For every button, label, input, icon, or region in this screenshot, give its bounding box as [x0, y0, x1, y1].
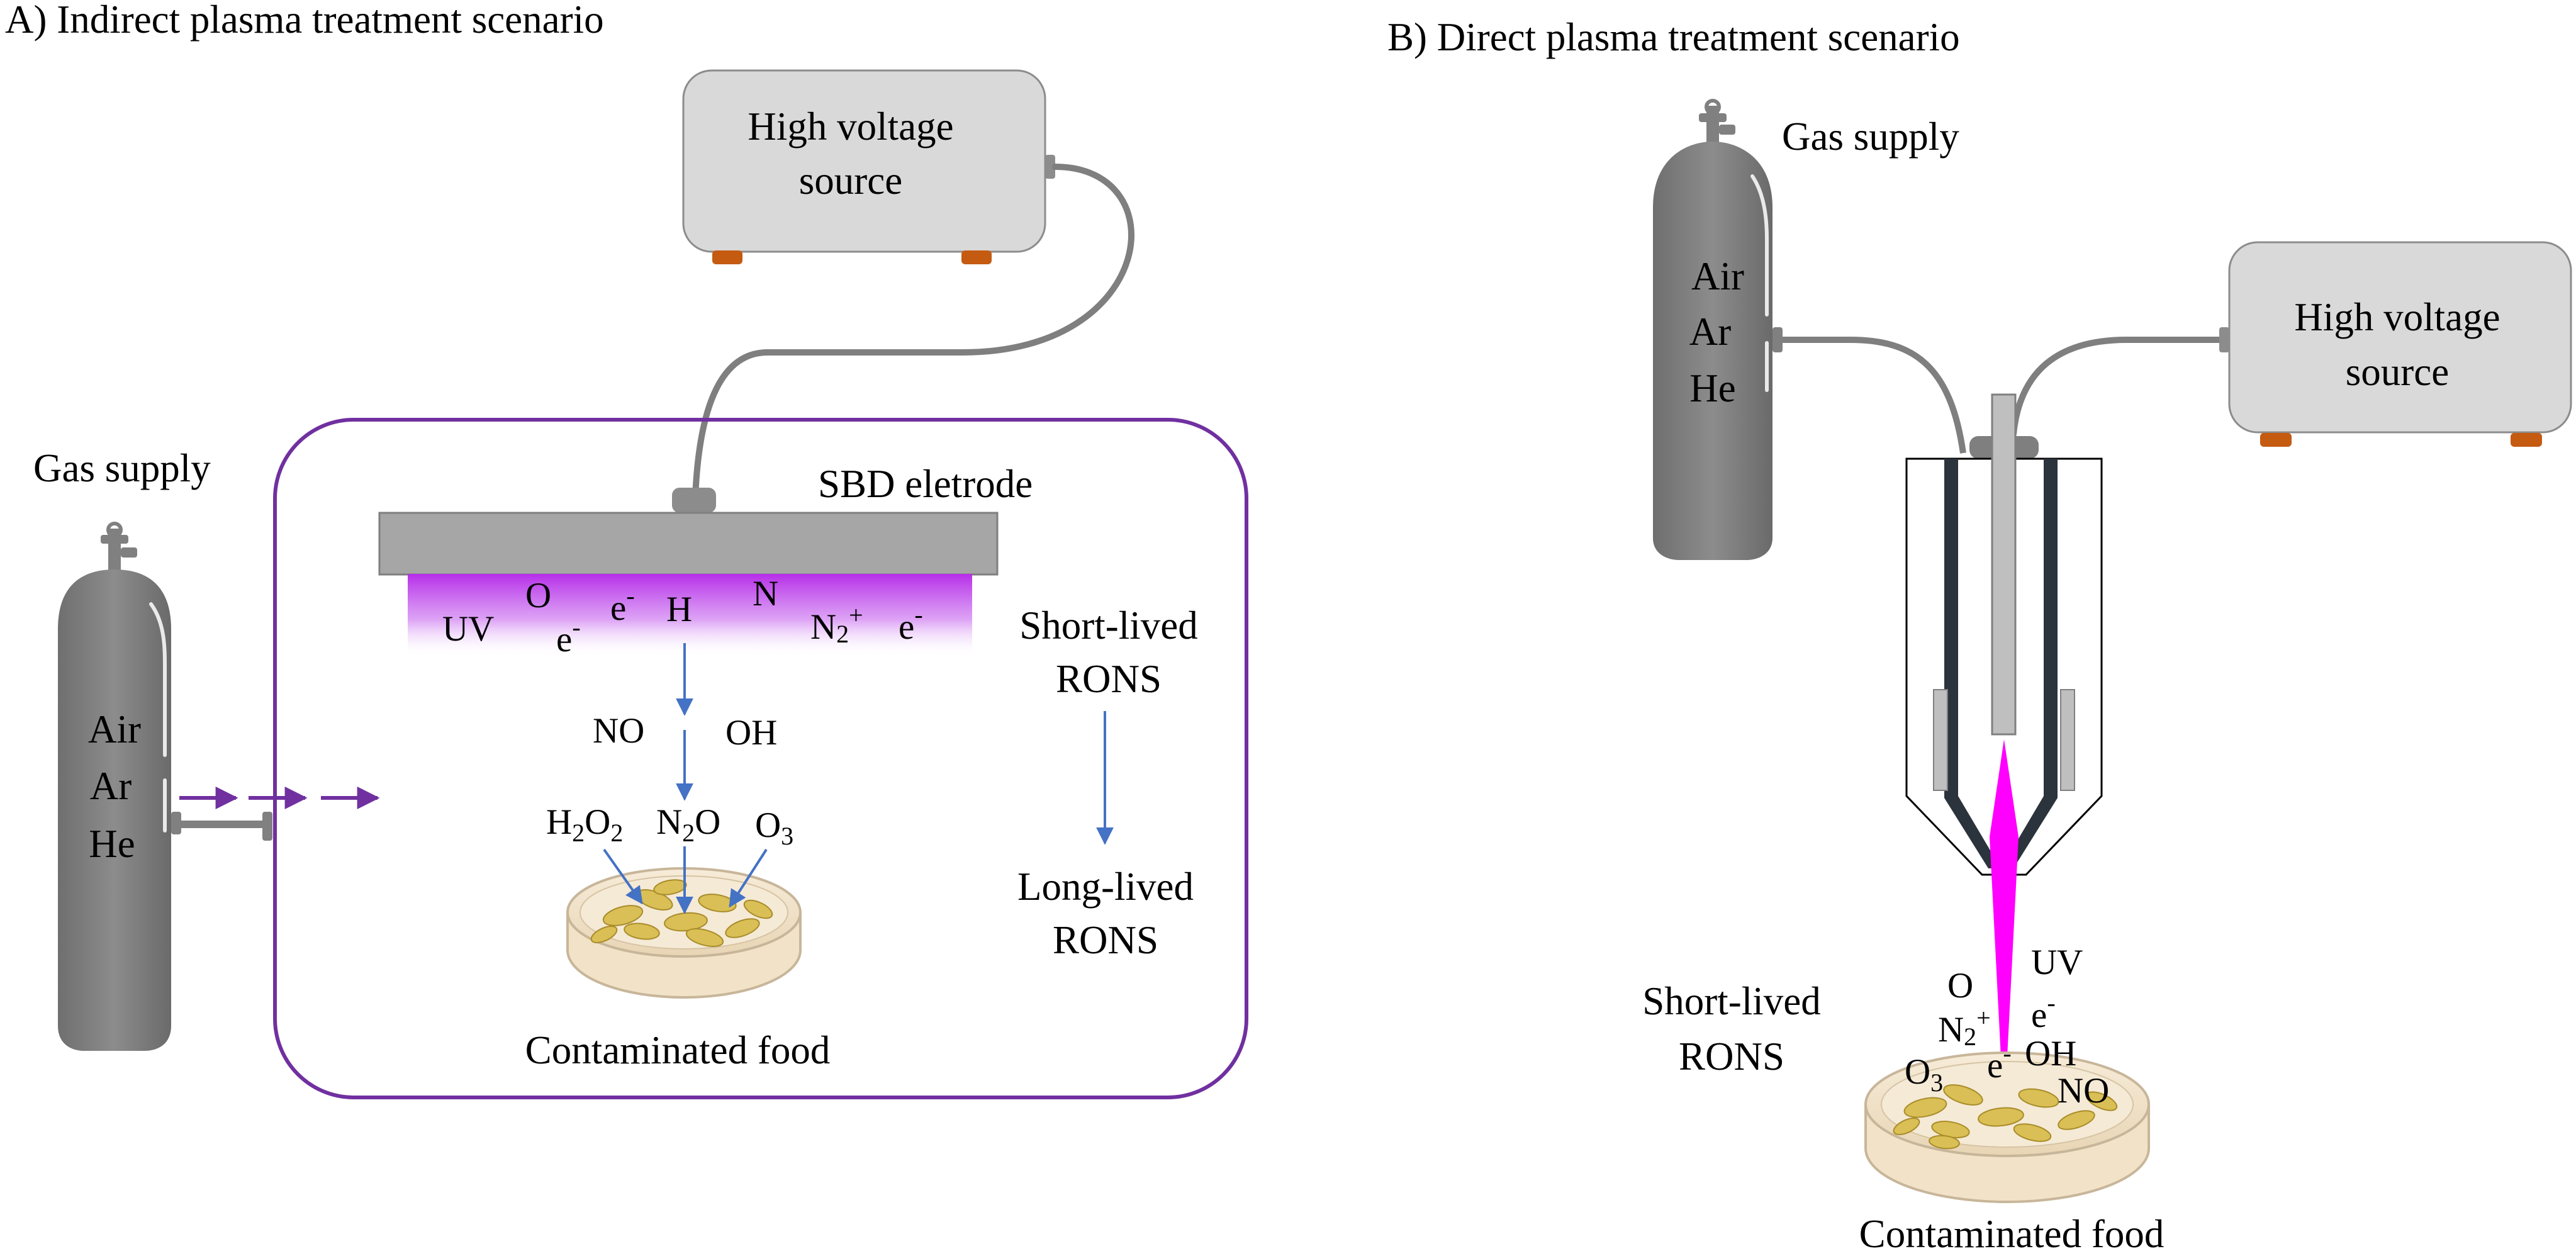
cylinder-valve-knob — [106, 522, 123, 538]
cylinder-outlet — [171, 812, 181, 834]
panel-b-high-voltage-source: High voltage source — [2219, 241, 2572, 447]
plasma-jet — [1990, 739, 2019, 1057]
hv-b-label-line2: source — [2346, 350, 2449, 394]
food-pieces-b — [1893, 1084, 2118, 1150]
panel-b-species-oh: OH — [2025, 1034, 2076, 1074]
cylinder-b-valve-top — [1699, 113, 1727, 122]
panel-b-species-n2plus: N2+ — [1938, 1004, 1991, 1051]
panel-b-species-o: O — [1947, 966, 1973, 1006]
hv-b-foot-left — [2260, 433, 2292, 447]
species-o: O — [525, 576, 551, 615]
panel-b-species-uv: UV — [2031, 943, 2083, 982]
species-oh: OH — [725, 713, 777, 753]
cylinder-b-outlet — [1772, 327, 1783, 352]
hv-label-line1: High voltage — [748, 104, 953, 149]
panel-b-short-lived-line1: Short-lived — [1642, 979, 1820, 1023]
hv-foot-left — [712, 250, 742, 264]
cylinder-gas-he: He — [89, 822, 135, 866]
panel-a-gas-supply-label: Gas supply — [33, 446, 211, 490]
species-n2o: N2O — [656, 802, 720, 847]
species-n2plus: N2+ — [810, 601, 863, 648]
cylinder-b-gas-he: He — [1689, 366, 1735, 410]
food-pieces — [590, 879, 773, 947]
panel-b-hv-cable — [2010, 337, 2219, 435]
species-e1: e- — [556, 613, 581, 659]
panel-b-gas-pipe — [1783, 337, 1966, 454]
cylinder-valve-top — [101, 535, 128, 544]
cylinder-gas-ar: Ar — [90, 764, 132, 808]
panel-b-species-o3: O3 — [1905, 1052, 1943, 1097]
hv-b-label-line1: High voltage — [2294, 295, 2500, 339]
panel-a-short-lived-line1: Short-lived — [1019, 603, 1197, 648]
panel-b-petri-dish — [1864, 1051, 2150, 1203]
species-uv: UV — [442, 609, 494, 649]
panel-a-title: A) Indirect plasma treatment scenario — [5, 0, 604, 42]
panel-a-cable — [692, 164, 1134, 500]
hv-b-connector — [2219, 327, 2229, 352]
panel-a-high-voltage-source: High voltage source — [682, 69, 1055, 264]
cylinder-gas-air: Air — [88, 707, 141, 751]
hv-b-foot-right — [2511, 433, 2542, 447]
panel-a-gas-cylinder: Air Ar He — [58, 522, 272, 1051]
panel-b-gas-cylinder: Air Ar He — [1653, 99, 1783, 560]
panel-b-title: B) Direct plasma treatment scenario — [1387, 15, 1960, 59]
cylinder-b-valve-side — [1719, 125, 1735, 135]
cylinder-b-gas-air: Air — [1691, 254, 1744, 298]
species-n: N — [753, 574, 778, 614]
jet-outer-electrode-right — [2001, 459, 2058, 868]
hv-connector — [1045, 155, 1055, 179]
panel-a: A) Indirect plasma treatment scenario Hi… — [5, 0, 1248, 1099]
electrode-connector — [672, 488, 716, 513]
species-no: NO — [593, 711, 644, 751]
panel-b-species-e-top: e- — [2031, 989, 2056, 1035]
panel-a-long-lived-line1: Long-lived — [1017, 865, 1194, 909]
plasma-jet-device — [1905, 393, 2103, 1057]
cylinder-valve-side — [121, 547, 137, 558]
panel-b-species-e-mid: e- — [1987, 1039, 2012, 1085]
cylinder-b-gas-ar: Ar — [1689, 310, 1731, 354]
jet-ring-right — [2060, 689, 2075, 791]
cylinder-b-valve-knob — [1705, 99, 1721, 115]
plasma-glow — [408, 574, 972, 657]
panel-a-short-lived-line2: RONS — [1056, 657, 1162, 701]
panel-b: B) Direct plasma treatment scenario Gas … — [1387, 15, 2572, 1256]
hv-label-line2: source — [799, 159, 902, 203]
gas-pipe-end — [262, 812, 272, 841]
species-e2: e- — [610, 581, 635, 628]
sbd-electrode: SBD eletrode — [378, 462, 1033, 576]
plasma-species: UV O e- e- H N N2+ e- — [442, 574, 923, 659]
panel-b-gas-supply-label: Gas supply — [1782, 115, 1959, 159]
panel-a-chamber — [273, 418, 1248, 1099]
panel-a-long-lived-line2: RONS — [1053, 918, 1158, 962]
panel-a-food-label: Contaminated food — [525, 1028, 831, 1072]
panel-b-species-no: NO — [2058, 1071, 2109, 1111]
species-e3: e- — [899, 600, 923, 647]
panel-b-food-label: Contaminated food — [1859, 1212, 2164, 1256]
species-h2o2: H2O2 — [546, 802, 623, 847]
electrode-label: SBD eletrode — [818, 462, 1033, 506]
jet-central-rod — [1991, 393, 2017, 736]
panel-b-short-lived-line2: RONS — [1679, 1035, 1784, 1079]
jet-ring-left — [1933, 689, 1948, 791]
jet-outer-electrode-left — [1944, 459, 2001, 868]
hv-foot-right — [961, 250, 992, 264]
species-o3: O3 — [755, 805, 793, 850]
arrow-o3-to-food — [729, 848, 768, 908]
species-h: H — [666, 590, 692, 629]
arrow-h2o2-to-food — [603, 848, 643, 905]
